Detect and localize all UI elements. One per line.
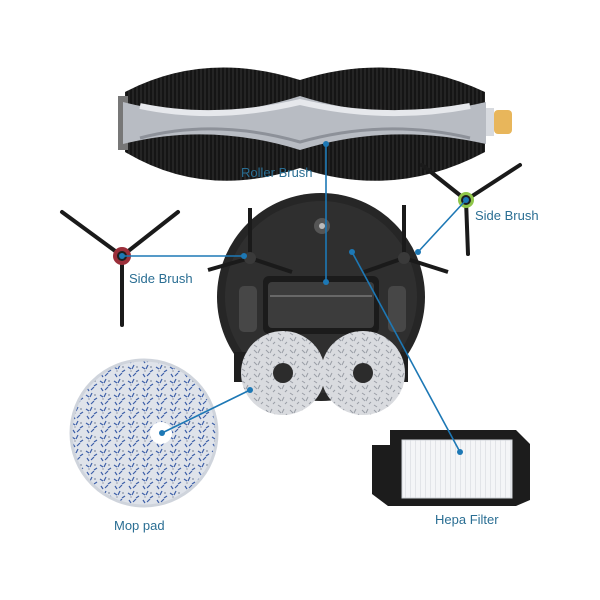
label-hepa-filter: Hepa Filter [435,512,499,527]
hepa-filter [372,430,530,506]
label-side-brush-right: Side Brush [475,208,539,223]
side-brush-right [420,163,522,256]
robot-mop-pads [241,331,405,415]
callout-dots [119,141,469,455]
label-mop-pad: Mop pad [114,518,165,533]
callout-lines [122,144,467,453]
label-roller-brush: Roller Brush [241,165,313,180]
side-brush-left [60,210,180,327]
label-side-brush-left: Side Brush [129,271,193,286]
roller-brush [118,67,512,181]
mop-pad [69,358,219,508]
